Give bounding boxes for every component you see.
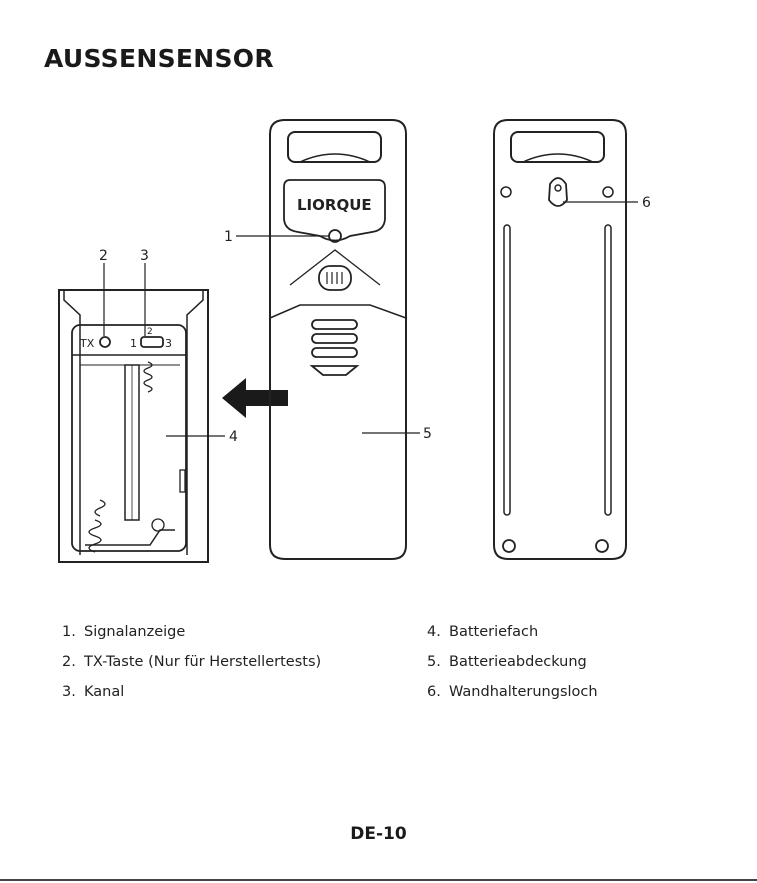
callout-2: 2 (99, 248, 108, 264)
battery-compartment (59, 290, 208, 562)
sensor-back-plate (494, 120, 626, 559)
callout-1: 1 (224, 229, 233, 245)
channel-2-label: 2 (147, 327, 153, 337)
sensor-with-cover (270, 120, 406, 559)
page-number: DE-10 (0, 824, 757, 844)
channel-3-label: 3 (165, 337, 172, 350)
page-title: AUSSENSENSOR (44, 44, 274, 73)
callout-6: 6 (642, 195, 651, 211)
legend-item: 4.Batteriefach (427, 624, 538, 640)
brand-logo: LIORQUE (297, 196, 372, 214)
tx-label: TX (79, 337, 95, 350)
callout-3: 3 (140, 248, 149, 264)
legend-item: 5.Batterieabdeckung (427, 654, 587, 670)
channel-1-label: 1 (130, 337, 137, 350)
legend-item: 3.Kanal (62, 684, 124, 700)
legend-item: 2.TX-Taste (Nur für Herstellertests) (62, 654, 321, 670)
callout-4: 4 (229, 429, 238, 445)
legend-item: 1.Signalanzeige (62, 624, 185, 640)
callout-5: 5 (423, 426, 432, 442)
arrow-left-icon (222, 378, 288, 418)
bottom-divider (0, 879, 757, 881)
sensor-figure: TX 1 2 3 2 3 4 (0, 100, 757, 580)
legend-item: 6.Wandhalterungsloch (427, 684, 598, 700)
